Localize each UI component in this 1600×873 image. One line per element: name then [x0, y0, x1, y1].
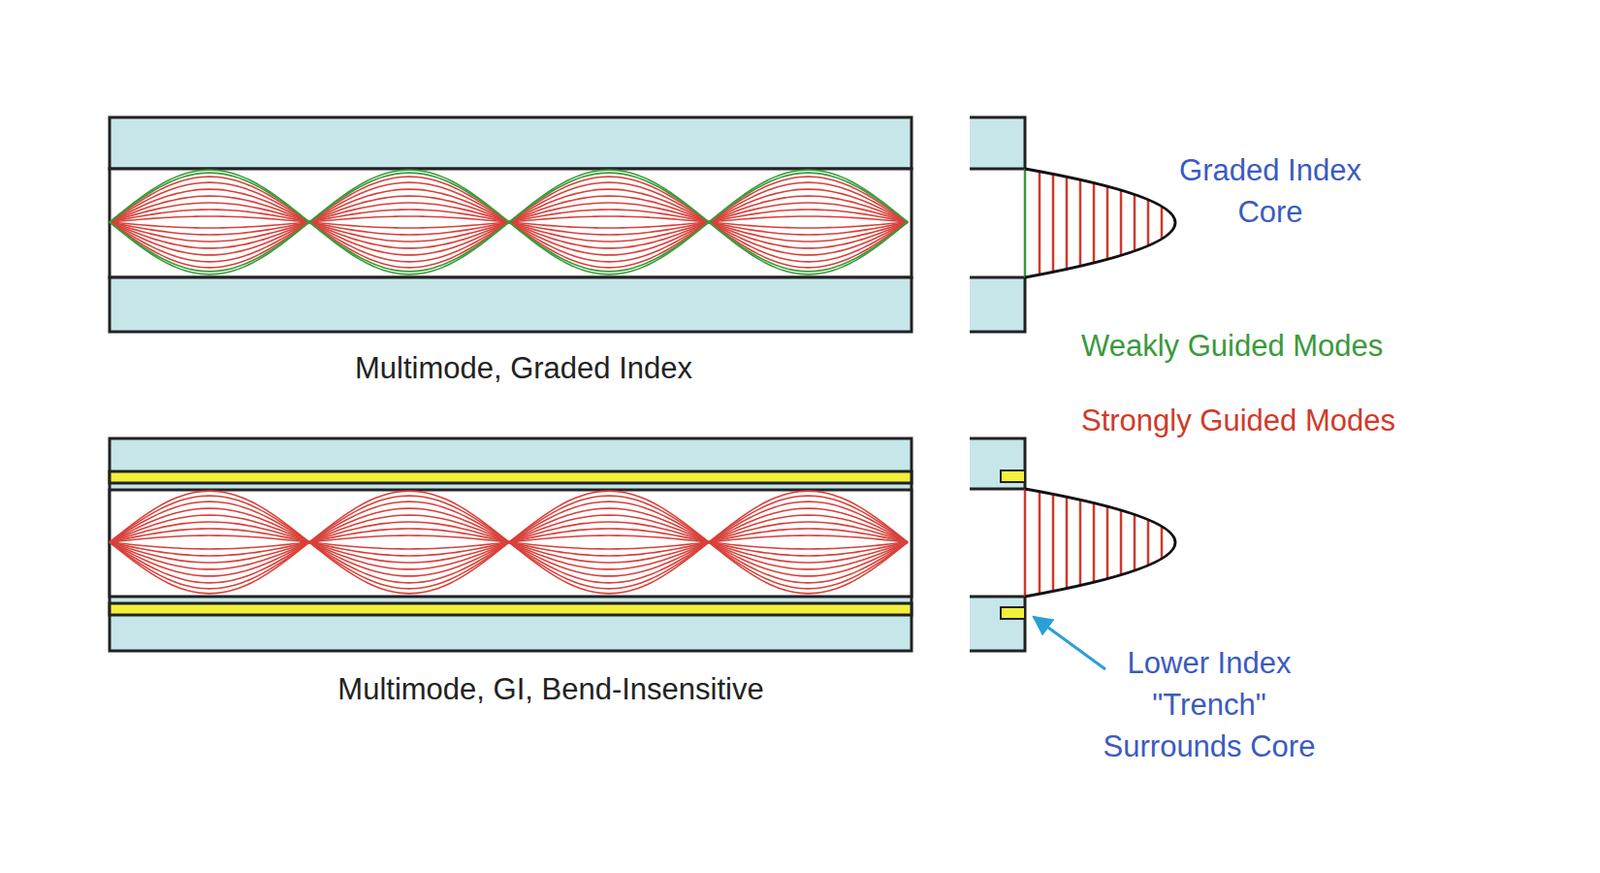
index-line	[1133, 193, 1137, 251]
index-profile	[969, 117, 1176, 332]
mode-ray	[109, 172, 908, 223]
part-label: Graded Index Core	[1158, 149, 1382, 233]
index-line	[1092, 182, 1096, 262]
mode-ray	[109, 521, 908, 543]
mode-ray	[109, 490, 908, 543]
index-line	[1120, 189, 1123, 255]
mode-ray	[109, 542, 908, 576]
index-line	[1106, 505, 1110, 578]
index-line	[1106, 185, 1110, 258]
index-line	[1079, 178, 1083, 265]
mode-ray	[109, 542, 908, 563]
index-line	[1038, 490, 1042, 594]
index-line	[1147, 518, 1151, 566]
mode-ray	[109, 222, 908, 249]
mode-ray	[109, 542, 908, 594]
mode-ray	[109, 222, 908, 272]
mode-ray	[109, 176, 908, 223]
mode-ray	[109, 501, 908, 543]
index-line	[1160, 205, 1164, 239]
mode-ray	[109, 222, 908, 256]
mode-ray	[109, 222, 908, 235]
fiber-caption: Multimode, Graded Index	[354, 347, 693, 389]
mode-ray	[109, 209, 908, 223]
trench-profile	[969, 438, 1176, 651]
index-line	[1133, 513, 1137, 571]
mode-ray	[109, 495, 908, 543]
mode-ray	[109, 202, 908, 223]
mode-ray	[109, 222, 908, 242]
mode-rays	[109, 490, 908, 594]
index-line	[1065, 175, 1069, 268]
mode-ray	[109, 542, 908, 556]
mode-ray	[109, 189, 908, 223]
index-line	[1092, 502, 1096, 582]
fiber-caption: Multimode, GI, Bend-Insensitive	[337, 668, 764, 710]
callout-label: Lower Index "Trench" Surrounds Core	[1092, 641, 1326, 768]
mode-label: Weakly Guided Modes	[1081, 324, 1383, 367]
mode-rays	[109, 169, 908, 275]
mode-ray	[109, 182, 908, 223]
index-line	[1120, 509, 1123, 575]
mode-ray	[109, 222, 908, 262]
mode-ray	[109, 542, 908, 589]
index-line	[1038, 170, 1042, 274]
mode-ray	[109, 222, 908, 275]
index-line	[1052, 173, 1056, 272]
leader-arrow	[1033, 616, 1106, 670]
mode-ray	[109, 195, 908, 223]
mode-label: Strongly Guided Modes	[1081, 399, 1396, 442]
mode-ray	[109, 508, 908, 543]
graded-index-fiber	[109, 117, 912, 332]
mode-ray	[109, 542, 908, 570]
index-line	[1147, 198, 1151, 246]
index-line	[1160, 525, 1164, 559]
mode-ray	[109, 528, 908, 543]
bend-insensitive-fiber	[109, 438, 912, 651]
mode-ray	[109, 169, 908, 223]
mode-ray	[109, 514, 908, 543]
mode-ray	[109, 222, 908, 268]
mode-ray	[109, 542, 908, 583]
index-line	[1052, 493, 1056, 592]
index-line	[1079, 498, 1083, 585]
index-line	[1065, 495, 1069, 588]
